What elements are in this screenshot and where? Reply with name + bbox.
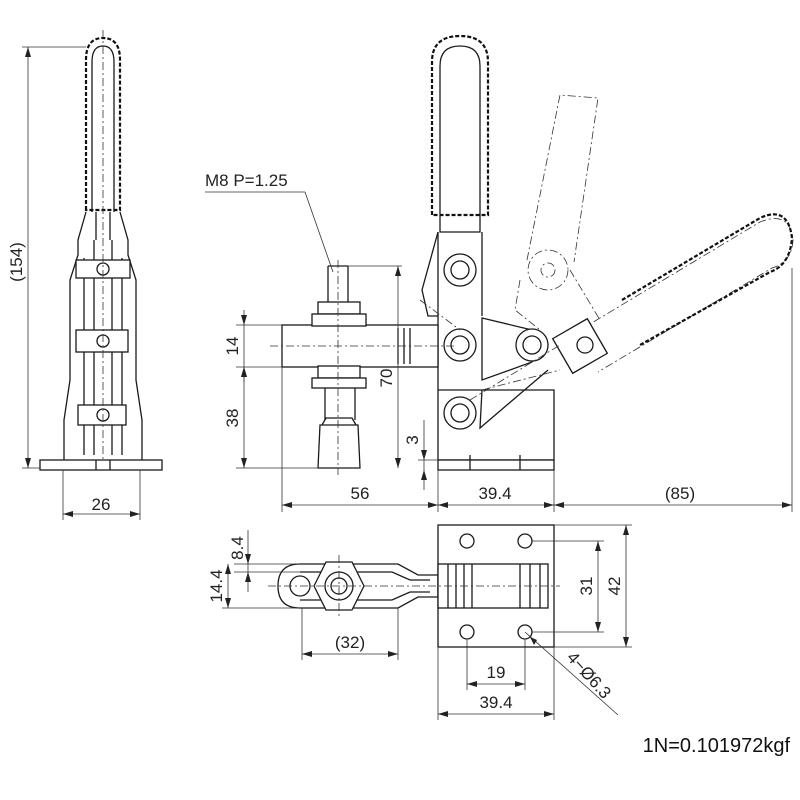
dim-base-length-plan: 39.4 bbox=[479, 693, 512, 712]
front-dims: M8 P=1.25 14 38 70 3 bbox=[205, 171, 793, 512]
dim-base-width: 26 bbox=[92, 495, 111, 514]
side-dims: (154) 26 bbox=[7, 46, 141, 520]
dim-total-height: (154) bbox=[7, 242, 26, 282]
phantom-handle-open bbox=[579, 218, 794, 373]
side-body bbox=[63, 211, 143, 460]
unit-footnote: 1N=0.101972kgf bbox=[643, 735, 791, 757]
side-view bbox=[39, 30, 163, 471]
dim-base-thickness: 3 bbox=[403, 435, 422, 444]
dim-overall-70: 70 bbox=[377, 369, 396, 388]
side-base-plate bbox=[39, 459, 163, 471]
dim-base-width-plan: 42 bbox=[605, 577, 624, 596]
thread-label: M8 P=1.25 bbox=[205, 171, 288, 190]
dim-arm-length: (32) bbox=[335, 633, 365, 652]
dim-base-length: 39.4 bbox=[478, 484, 511, 503]
dim-hole-spacing-x: 19 bbox=[487, 663, 506, 682]
front-handle-grip bbox=[430, 34, 490, 217]
dim-handle-reach: (85) bbox=[665, 484, 695, 503]
dim-holes: 4−Ø6.3 bbox=[563, 648, 615, 703]
dim-slot-width: 14.4 bbox=[207, 569, 226, 602]
spindle-tip bbox=[317, 424, 361, 469]
dim-spindle-block: 14 bbox=[223, 337, 242, 356]
dim-height-to-bar: 38 bbox=[223, 409, 242, 428]
plan-arm bbox=[277, 563, 439, 609]
dim-slot-offset: 8.4 bbox=[228, 536, 247, 560]
side-handle-grip bbox=[84, 36, 122, 212]
dim-spindle-reach: 56 bbox=[351, 484, 370, 503]
front-view bbox=[270, 34, 794, 475]
phantom-handle-mid bbox=[526, 94, 599, 263]
plan-view bbox=[268, 524, 560, 648]
plan-dims: 8.4 14.4 (32) 31 42 19 bbox=[207, 524, 632, 720]
dim-hole-spacing-y: 31 bbox=[577, 577, 596, 596]
